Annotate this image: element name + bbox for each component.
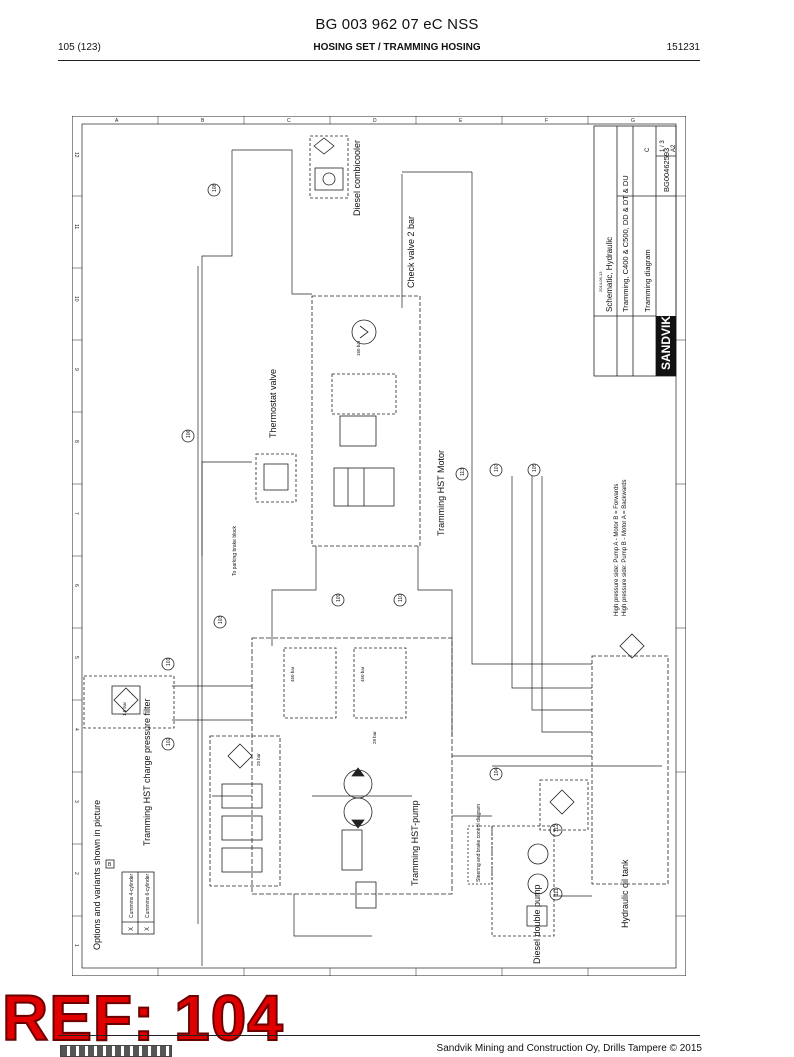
border-label: E — [459, 118, 463, 124]
border-label: B — [201, 118, 205, 124]
hydraulic-schematic: 12 11 10 9 8 7 6 5 4 3 2 1 A B C D E F G… — [72, 116, 686, 976]
border-label: 11 — [73, 224, 79, 229]
check-valve-label: Check valve 2 bar — [406, 216, 416, 288]
hydraulic-oil-tank — [539, 633, 669, 885]
valve-label: 450 bar — [290, 666, 295, 682]
footer-logo — [60, 1045, 172, 1057]
tramming-hst-pump — [251, 637, 453, 909]
title-company: SANDVIK — [659, 316, 673, 370]
border-label: 2 — [73, 872, 79, 875]
title-size: A2 — [671, 144, 677, 152]
hose-tag-label: 105 — [532, 463, 538, 472]
border-label: 7 — [73, 512, 79, 515]
option-row-label: Cummins 6-cylinder — [145, 873, 151, 918]
doc-date: 151231 — [666, 42, 700, 53]
hst-motor-label: Tramming HST Motor — [436, 450, 446, 536]
steering-brake-label: Steering and brake control diagram — [476, 804, 482, 882]
border-label: 3 — [73, 800, 79, 803]
title-block: SANDVIK Schematic, Hydraulic Tramming, C… — [593, 125, 677, 377]
parking-brake-label: To parking brake block — [232, 525, 238, 576]
hose-tag-label: 111 — [554, 888, 560, 896]
hose-tag-label: 113 — [460, 468, 466, 476]
valve-label: 1.5 bar — [122, 701, 127, 716]
options-table: Cummins 4-cylinder Cummins 6-cylinder X … — [105, 859, 155, 935]
hose-tag-label: 102 — [166, 737, 172, 746]
page-number: 105 (123) — [58, 42, 101, 53]
charge-filter-label: Tramming HST charge pressure filter — [142, 698, 152, 846]
title-doc-id: BG00462593 — [662, 148, 671, 192]
title-date: 2014-06-13 — [598, 271, 603, 292]
border-label: C — [287, 118, 291, 124]
oil-tank-label: Hydraulic oil tank — [620, 859, 630, 928]
pressure-note-1: High pressure side: Pump A - Motor B = F… — [614, 484, 620, 616]
option-row-mark: X — [129, 927, 135, 931]
hose-tag-label: 107 — [494, 463, 500, 472]
border-label: 10 — [73, 296, 79, 302]
footer-rule — [58, 1035, 700, 1036]
thermostat-valve — [255, 453, 297, 503]
border-label: 9 — [73, 368, 79, 371]
doc-number: BG 003 962 07 eC NSS — [315, 16, 479, 33]
hose-tag-label: 103 — [218, 615, 224, 624]
header-rule — [58, 60, 700, 61]
border-label: A — [115, 118, 119, 124]
title-sub-1: Tramming, C400 & C500, DD & DT & DU — [621, 175, 630, 312]
diesel-combicooler-label: Diesel combicooler — [352, 140, 362, 216]
valve-label: 450 bar — [360, 666, 365, 682]
hose-tag-label: 112 — [554, 824, 560, 832]
valve-label: 160 bar — [356, 340, 361, 356]
hose-tag-label: 110 — [398, 594, 404, 602]
diesel-combicooler — [309, 135, 349, 199]
valve-label: 25 bar — [256, 753, 261, 766]
border-label: D — [373, 118, 377, 124]
ref-stamp: REF: 104 — [1, 982, 284, 1054]
border-label: 12 — [73, 152, 79, 158]
border-label: 5 — [73, 656, 79, 659]
border-label: F — [545, 118, 548, 124]
title-main: Schematic, Hydraulic — [605, 237, 614, 312]
hose-tag-label: 108 — [212, 183, 218, 192]
hose-tag-label: 104 — [494, 767, 500, 776]
options-title: Options and variants shown in picture — [92, 800, 102, 950]
hose-tags: 108 106 113 107 105 109 110 103 101 102 … — [161, 183, 563, 901]
title-sheet: 1 / 3 — [660, 140, 666, 152]
valve-label: 28 bar — [372, 731, 377, 744]
title-sub-2: Tramming diagram — [643, 249, 652, 312]
diesel-double-pump — [491, 825, 555, 937]
footer-company: Sandvik Mining and Construction Oy, Dril… — [436, 1043, 702, 1054]
option-code: B — [108, 862, 112, 868]
hst-pump-label: Tramming HST-pump — [410, 800, 420, 886]
border-label: 6 — [73, 584, 79, 587]
pressure-note-2: High pressure side: Pump B - Motor A = B… — [622, 479, 628, 616]
tramming-hst-motor — [311, 295, 421, 547]
hose-tag-label: 101 — [166, 657, 172, 666]
border-label: 8 — [73, 440, 79, 443]
option-row-label: Cummins 4-cylinder — [129, 873, 135, 918]
hose-tag-label: 106 — [186, 429, 192, 438]
section-title: HOSING SET / TRAMMING HOSING — [313, 42, 481, 53]
thermostat-label: Thermostat valve — [268, 369, 278, 438]
charge-pressure-filter — [83, 675, 175, 729]
option-row-mark: X — [145, 927, 151, 931]
border-label: G — [631, 118, 635, 124]
hose-tag-label: 109 — [336, 593, 342, 602]
filter-valve-stack — [209, 735, 281, 887]
title-revision: C — [645, 147, 651, 152]
border-label: 4 — [73, 728, 79, 731]
border-label: 1 — [73, 944, 79, 947]
diesel-pump-label: Diesel double pump — [532, 884, 542, 964]
